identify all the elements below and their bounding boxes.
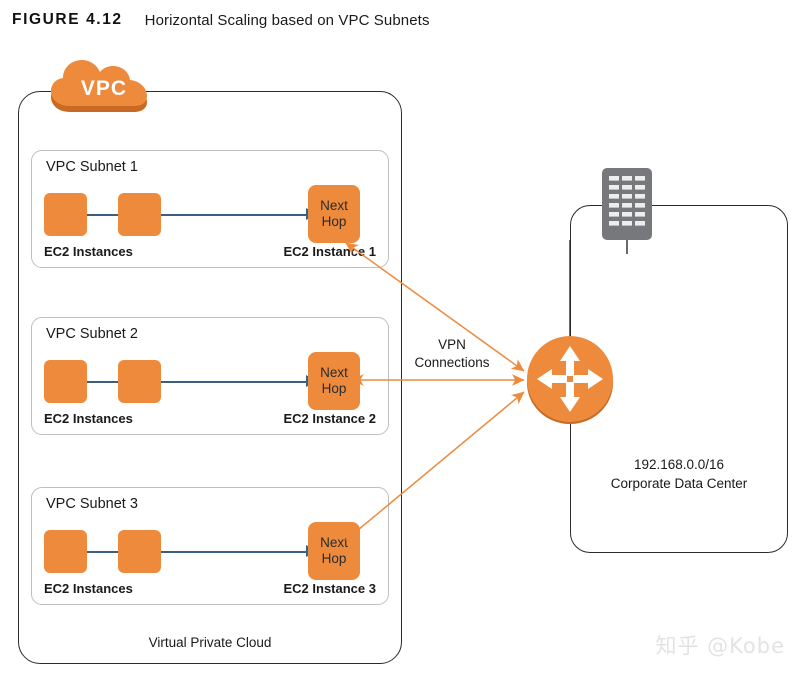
data-center-cidr: 192.168.0.0/16 — [633, 456, 725, 472]
vpc-subnet-3-box: VPC Subnet 3 Next Hop EC2 Instances EC2 … — [31, 487, 389, 605]
vpn-router-icon — [524, 334, 616, 426]
ec2-instance-square — [44, 530, 87, 573]
ec2-instance-square — [118, 193, 161, 236]
ec2-instance-square — [118, 530, 161, 573]
ec2-instance-square — [118, 360, 161, 403]
ec2-instance-square — [44, 360, 87, 403]
figure-title: Horizontal Scaling based on VPC Subnets — [144, 11, 430, 29]
instance-link-line — [161, 551, 307, 553]
instance-link-line — [161, 381, 307, 383]
instance-link-line — [161, 214, 307, 216]
vpc-container-label: Virtual Private Cloud — [148, 635, 272, 650]
next-hop-box: Next Hop — [308, 352, 360, 410]
next-hop-label-line1: Next — [320, 197, 348, 213]
vpn-label-line2: Connections — [414, 355, 490, 371]
next-hop-label-line1: Next — [320, 534, 348, 550]
next-hop-instance-caption: EC2 Instance 3 — [283, 581, 377, 596]
next-hop-instance-caption: EC2 Instance 2 — [283, 411, 377, 426]
vpc-subnet-2-box: VPC Subnet 2 Next Hop EC2 Instances EC2 … — [31, 317, 389, 435]
next-hop-label-line2: Hop — [321, 551, 347, 566]
instance-link-line — [87, 381, 118, 383]
ec2-instances-caption: EC2 Instances — [44, 411, 133, 426]
data-center-name: Corporate Data Center — [610, 476, 748, 492]
figure-number: FIGURE 4.12 — [12, 11, 123, 28]
next-hop-box: Next Hop — [308, 185, 360, 243]
ec2-instances-caption: EC2 Instances — [44, 581, 133, 596]
instance-link-line — [87, 214, 118, 216]
vpc-subnet-1-box: VPC Subnet 1 Next Hop EC2 Instances EC2 … — [31, 150, 389, 268]
watermark: 知乎 @Kobe — [655, 634, 785, 658]
ec2-instances-caption: EC2 Instances — [44, 244, 133, 259]
vpn-connections-label: VPN Connections — [408, 336, 496, 372]
instance-link-line — [87, 551, 118, 553]
vpc-cloud-badge: VPC — [48, 60, 158, 114]
next-hop-label-line1: Next — [320, 364, 348, 380]
ec2-instance-square — [44, 193, 87, 236]
next-hop-label-line2: Hop — [321, 214, 347, 229]
next-hop-label-line2: Hop — [321, 381, 347, 396]
subnet-title: VPC Subnet 2 — [46, 326, 138, 342]
subnet-title: VPC Subnet 1 — [46, 159, 138, 175]
next-hop-instance-caption: EC2 Instance 1 — [283, 244, 377, 259]
server-rack-icon — [602, 168, 652, 240]
data-center-label: 192.168.0.0/16 Corporate Data Center — [571, 455, 787, 494]
next-hop-box: Next Hop — [308, 522, 360, 580]
figure-caption: FIGURE 4.12 Horizontal Scaling based on … — [12, 8, 430, 32]
subnet-title: VPC Subnet 3 — [46, 496, 138, 512]
vpn-label-line1: VPN — [438, 337, 466, 352]
